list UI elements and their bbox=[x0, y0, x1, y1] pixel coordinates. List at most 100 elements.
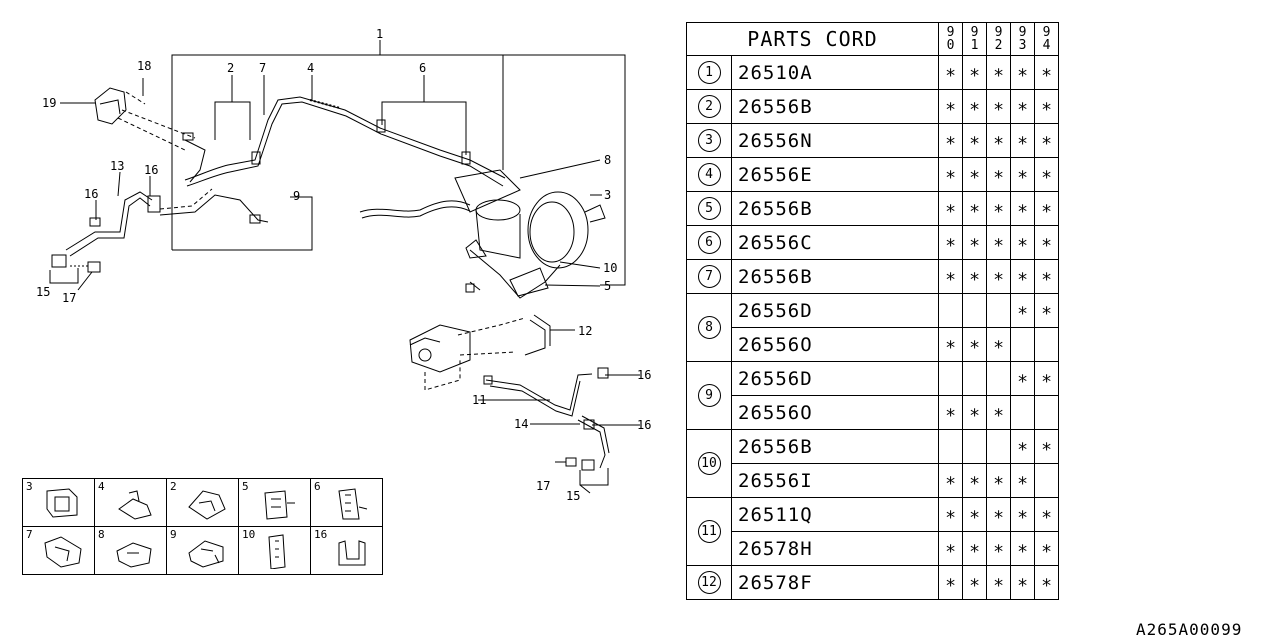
row-index: 10 bbox=[686, 429, 732, 498]
legend-num: 16 bbox=[314, 528, 328, 541]
legend-num: 5 bbox=[242, 480, 249, 493]
legend-cell: 5 bbox=[238, 478, 311, 527]
callout-4: 4 bbox=[307, 61, 314, 75]
year-mark: ∗ bbox=[938, 327, 963, 362]
year-mark bbox=[1034, 463, 1059, 498]
year-mark: ∗ bbox=[1034, 123, 1059, 158]
year-mark: ∗ bbox=[986, 327, 1011, 362]
row-index: 12 bbox=[686, 565, 732, 600]
year-mark: ∗ bbox=[986, 531, 1011, 566]
legend-cell: 6 bbox=[310, 478, 383, 527]
document-code: A265A00099 bbox=[1136, 620, 1243, 639]
row-index: 6 bbox=[686, 225, 732, 260]
year-mark: ∗ bbox=[1010, 361, 1035, 396]
callout-8: 8 bbox=[604, 153, 611, 167]
index-circle: 10 bbox=[697, 452, 721, 475]
year-mark bbox=[986, 293, 1011, 328]
year-mark: ∗ bbox=[1034, 225, 1059, 260]
index-circle: 3 bbox=[697, 129, 721, 152]
legend-cell: 3 bbox=[22, 478, 95, 527]
part-number: 26556B bbox=[731, 89, 939, 124]
row-index: 8 bbox=[686, 293, 732, 362]
clip-10-icon bbox=[268, 534, 286, 569]
legend-cell: 8 bbox=[94, 526, 167, 575]
year-mark: ∗ bbox=[962, 497, 987, 532]
clip-6-icon bbox=[338, 488, 368, 520]
year-mark: ∗ bbox=[1034, 55, 1059, 90]
part-number: 26556I bbox=[731, 463, 939, 498]
year-mark: ∗ bbox=[1034, 89, 1059, 124]
legend-num: 10 bbox=[242, 528, 256, 541]
clip-4-icon bbox=[118, 490, 152, 520]
clip-2-icon bbox=[188, 490, 226, 520]
index-circle: 12 bbox=[697, 571, 721, 594]
index-circle: 11 bbox=[697, 520, 721, 543]
clip-legend: 3 4 2 5 6 7 8 9 10 16 bbox=[22, 478, 383, 575]
year-mark: ∗ bbox=[1034, 497, 1059, 532]
year-mark: ∗ bbox=[1034, 293, 1059, 328]
part-number: 26578F bbox=[731, 565, 939, 600]
row-index: 2 bbox=[686, 89, 732, 124]
clip-7-icon bbox=[44, 536, 82, 568]
callout-16c: 16 bbox=[637, 368, 651, 382]
callout-11: 11 bbox=[472, 393, 486, 407]
callout-15a: 15 bbox=[36, 285, 50, 299]
year-mark: ∗ bbox=[962, 89, 987, 124]
callout-16d: 16 bbox=[637, 418, 651, 432]
year-mark: ∗ bbox=[962, 531, 987, 566]
index-circle: 8 bbox=[697, 316, 721, 339]
year-mark: ∗ bbox=[986, 123, 1011, 158]
callout-1: 1 bbox=[376, 27, 383, 41]
year-mark: ∗ bbox=[962, 463, 987, 498]
part-number: 26578H bbox=[731, 531, 939, 566]
row-index: 1 bbox=[686, 55, 732, 90]
index-circle: 1 bbox=[697, 61, 721, 84]
year-mark: ∗ bbox=[962, 259, 987, 294]
row-index: 7 bbox=[686, 259, 732, 294]
year-mark: ∗ bbox=[1010, 463, 1035, 498]
year-mark bbox=[986, 361, 1011, 396]
callout-9: 9 bbox=[293, 189, 300, 203]
year-mark: ∗ bbox=[1010, 89, 1035, 124]
clip-9-icon bbox=[188, 540, 224, 568]
year-mark: ∗ bbox=[986, 225, 1011, 260]
legend-cell: 7 bbox=[22, 526, 95, 575]
year-mark: ∗ bbox=[986, 497, 1011, 532]
index-circle: 4 bbox=[697, 163, 721, 186]
part-number: 26556E bbox=[731, 157, 939, 192]
callout-2: 2 bbox=[227, 61, 234, 75]
callout-6: 6 bbox=[419, 61, 426, 75]
index-circle: 5 bbox=[697, 197, 721, 220]
group-bracket-1 bbox=[171, 54, 626, 286]
year-mark: ∗ bbox=[938, 497, 963, 532]
year-mark: ∗ bbox=[938, 89, 963, 124]
year-mark: ∗ bbox=[938, 55, 963, 90]
callout-13: 13 bbox=[110, 159, 124, 173]
year-mark: ∗ bbox=[1010, 497, 1035, 532]
year-mark: ∗ bbox=[1034, 531, 1059, 566]
legend-cell: 9 bbox=[166, 526, 239, 575]
callout-14: 14 bbox=[514, 417, 528, 431]
year-mark: ∗ bbox=[1010, 429, 1035, 464]
year-mark: ∗ bbox=[1010, 259, 1035, 294]
legend-cell: 16 bbox=[310, 526, 383, 575]
year-mark bbox=[1010, 327, 1035, 362]
year-mark: ∗ bbox=[962, 191, 987, 226]
callout-17a: 17 bbox=[62, 291, 76, 305]
clip-5-icon bbox=[264, 490, 295, 520]
year-mark: ∗ bbox=[938, 191, 963, 226]
legend-cell: 10 bbox=[238, 526, 311, 575]
index-circle: 7 bbox=[697, 265, 721, 288]
year-mark: ∗ bbox=[1010, 157, 1035, 192]
year-mark: ∗ bbox=[938, 565, 963, 600]
part-number: 26556N bbox=[731, 123, 939, 158]
year-mark bbox=[1010, 395, 1035, 430]
